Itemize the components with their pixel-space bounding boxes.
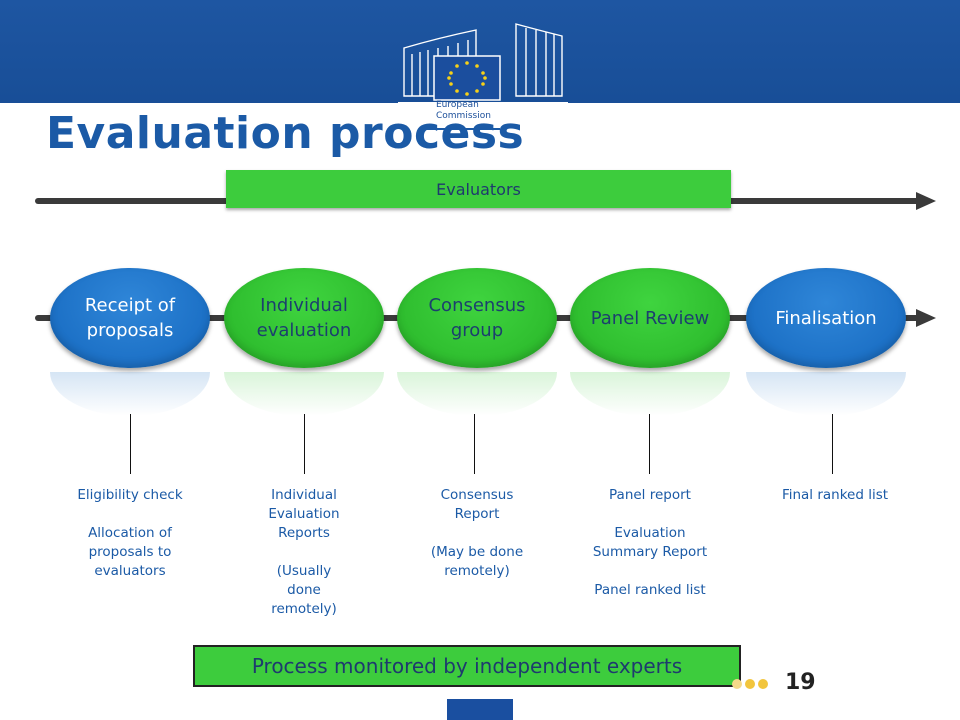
output-line: proposals to bbox=[88, 544, 172, 560]
output-line: Final ranked list bbox=[781, 487, 889, 503]
output-panel: Panel report Evaluation Summary Report P… bbox=[575, 486, 725, 600]
output-line: Panel report bbox=[609, 487, 691, 503]
stage-label-line1: Receipt of bbox=[84, 295, 176, 316]
stage-finalisation: Finalisation bbox=[746, 268, 906, 368]
page-dots-icon bbox=[732, 679, 768, 689]
output-line: (Usually bbox=[276, 563, 332, 579]
connector-line bbox=[304, 414, 305, 474]
output-line: evaluators bbox=[94, 563, 166, 579]
stage-consensus-group: Consensus group bbox=[397, 268, 557, 368]
output-line: Consensus bbox=[440, 487, 514, 503]
process-monitor-box: Process monitored by independent experts bbox=[193, 645, 741, 687]
connector-line bbox=[474, 414, 475, 474]
output-line: done bbox=[287, 582, 321, 598]
stage-label-line2: proposals bbox=[86, 320, 174, 341]
output-consensus: Consensus Report (May be done remotely) bbox=[412, 486, 542, 581]
output-line: Evaluation bbox=[268, 506, 340, 522]
page-number: 19 bbox=[785, 670, 816, 695]
logo-text: European Commission bbox=[436, 100, 516, 122]
connector-line bbox=[130, 414, 131, 474]
evaluators-bar: Evaluators bbox=[226, 170, 731, 208]
output-line: Summary Report bbox=[592, 544, 708, 560]
connector-line bbox=[649, 414, 650, 474]
output-line: Panel ranked list bbox=[594, 582, 706, 598]
output-line: remotely) bbox=[271, 601, 337, 617]
footer-flag bbox=[447, 699, 513, 720]
european-commission-logo bbox=[398, 23, 568, 126]
stage-receipt-of-proposals: Receipt of proposals bbox=[50, 268, 210, 368]
stage-label-line2: group bbox=[450, 320, 504, 341]
output-line: Allocation of bbox=[88, 525, 172, 541]
output-line: remotely) bbox=[444, 563, 510, 579]
output-line: Reports bbox=[278, 525, 330, 541]
title-underline bbox=[425, 128, 500, 130]
output-line: Evaluation bbox=[614, 525, 686, 541]
process-arrow-head bbox=[916, 309, 936, 327]
output-individual: Individual Evaluation Reports (Usually d… bbox=[239, 486, 369, 619]
output-receipt: Eligibility check Allocation of proposal… bbox=[54, 486, 206, 581]
stage-label-line1: Panel Review bbox=[590, 307, 710, 329]
stage-label-line1: Individual bbox=[260, 295, 348, 316]
connector-line bbox=[832, 414, 833, 474]
output-line: Eligibility check bbox=[77, 487, 183, 503]
logo-text-line2: Commission bbox=[436, 111, 491, 121]
logo-text-line1: European bbox=[436, 100, 479, 110]
evaluators-arrow-head bbox=[916, 192, 936, 210]
page-title: Evaluation process bbox=[46, 108, 525, 159]
stage-label-line1: Finalisation bbox=[775, 307, 877, 329]
output-line: Report bbox=[454, 506, 500, 522]
output-line: (May be done bbox=[430, 544, 524, 560]
output-finalisation: Final ranked list bbox=[765, 486, 905, 505]
stage-individual-evaluation: Individual evaluation bbox=[224, 268, 384, 368]
stage-label-line1: Consensus bbox=[428, 295, 526, 316]
stage-panel-review: Panel Review bbox=[570, 268, 730, 368]
stage-label-line2: evaluation bbox=[256, 320, 352, 341]
output-line: Individual bbox=[271, 487, 337, 503]
